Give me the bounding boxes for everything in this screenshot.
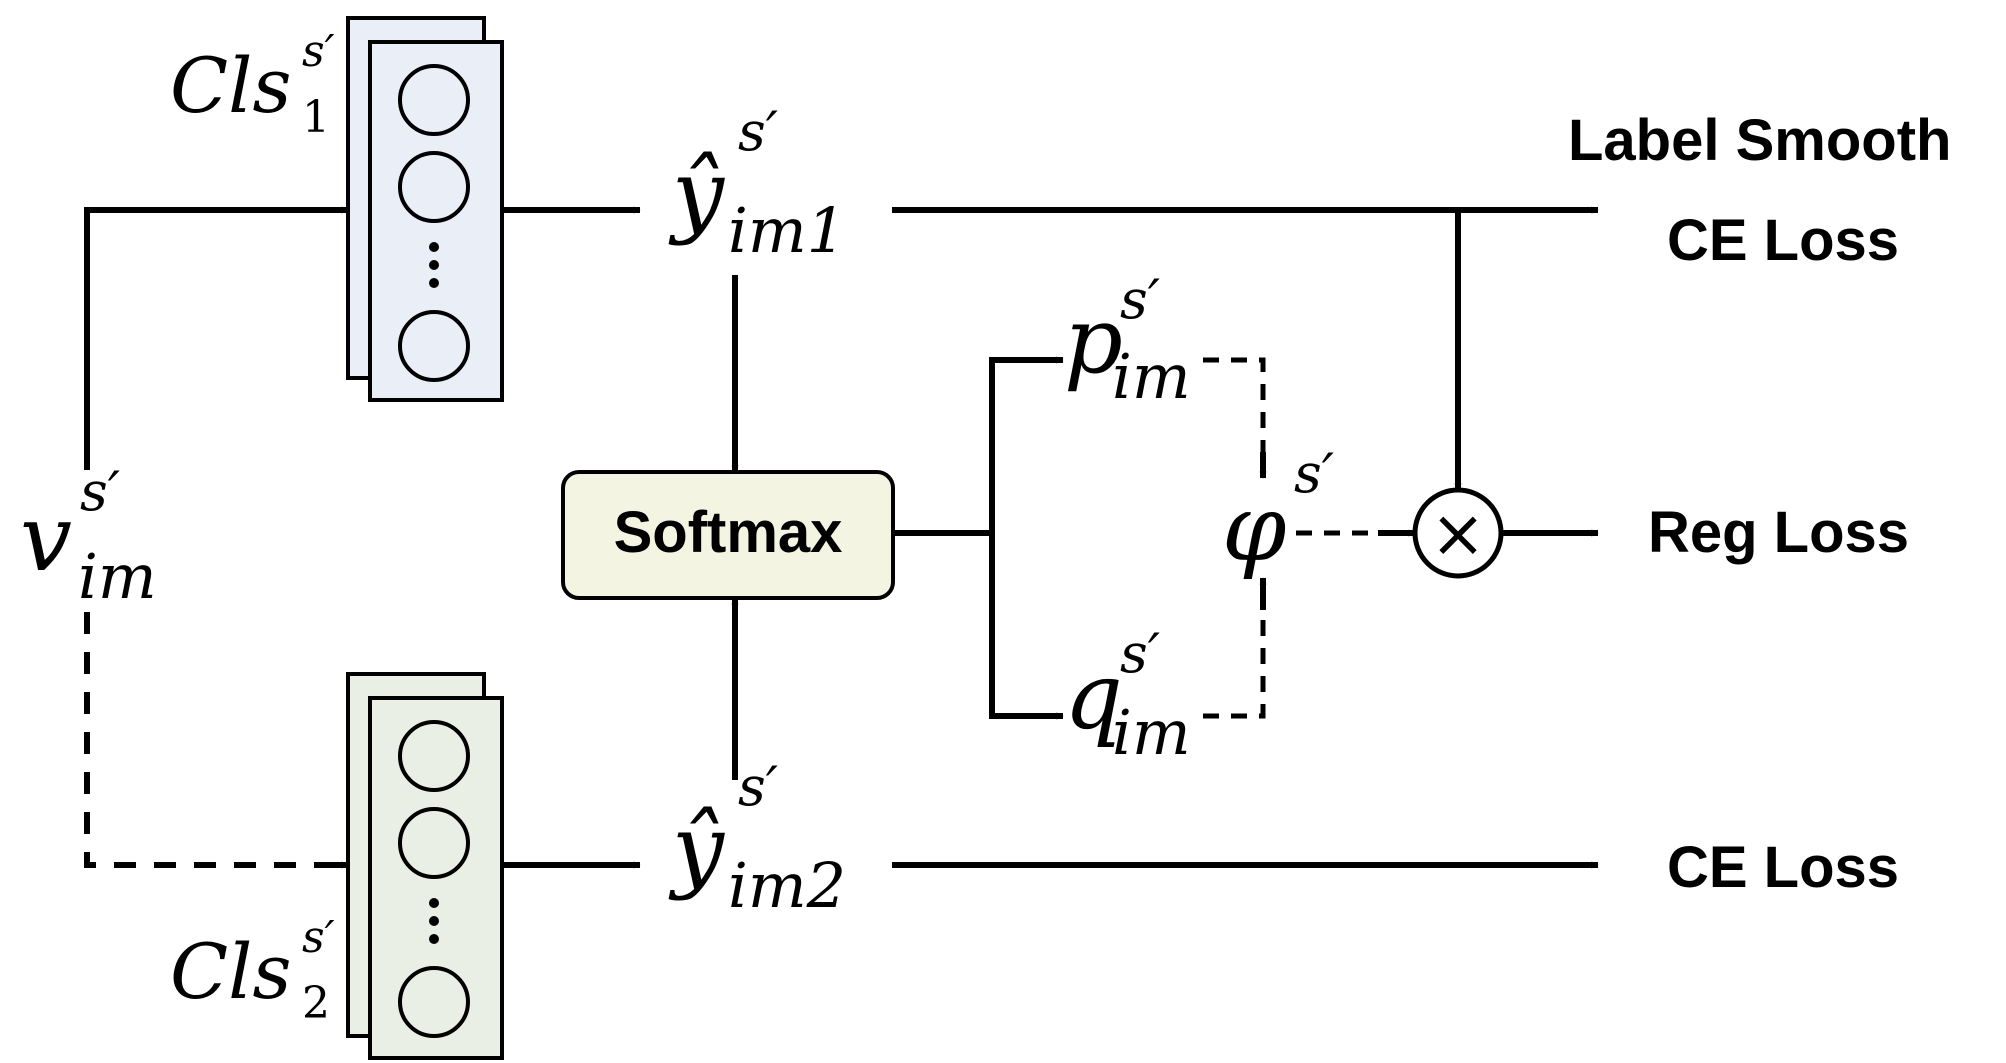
reg-loss-label: Reg Loss	[1648, 500, 1909, 565]
multiply-icon: ×	[1430, 495, 1485, 572]
label-phi: φ s′	[1222, 442, 1334, 582]
edge-v-to-cls1	[84, 206, 349, 470]
y2-superscript: s′	[738, 755, 778, 818]
ellipsis-dot	[429, 260, 439, 270]
edge-q-to-phi	[1203, 604, 1266, 719]
ellipsis-dot	[429, 242, 439, 252]
label-p-im: p s′ im	[1064, 268, 1191, 413]
y2-subscript: im2	[728, 849, 846, 922]
p-symbol: p	[1064, 287, 1123, 394]
y1-symbol: ŷ	[668, 140, 725, 247]
neuron-node	[398, 151, 470, 223]
y1-subscript: im1	[728, 194, 846, 267]
p-superscript: s′	[1120, 268, 1160, 331]
p-subscript: im	[1112, 340, 1191, 413]
ce-loss-label: CE Loss	[1667, 835, 1899, 900]
cls1-subscript: 1	[302, 92, 330, 143]
ellipsis-dot	[429, 916, 439, 926]
cls2-subscript: 2	[302, 978, 330, 1029]
cls1-symbol: Cls	[170, 41, 291, 130]
cls1-superscript: s′	[302, 26, 335, 77]
ellipsis-dot	[429, 934, 439, 944]
q-superscript: s′	[1120, 622, 1160, 685]
ellipsis-dot	[429, 278, 439, 288]
softmax-label: Softmax	[614, 500, 843, 565]
neuron-node	[398, 807, 470, 879]
label-y-hat-im2: ŷ s′ im2	[668, 755, 846, 922]
label-cls-1: Cls s′ 1	[170, 26, 335, 143]
phi-symbol: φ	[1222, 475, 1287, 582]
cls2-superscript: s′	[302, 912, 335, 963]
ellipsis-dot	[429, 898, 439, 908]
classifier-2	[346, 672, 504, 1060]
edge-p-to-phi	[1203, 357, 1266, 462]
y2-symbol: ŷ	[668, 795, 725, 902]
v-subscript: im	[78, 540, 157, 613]
neuron-node	[398, 310, 470, 382]
label-y-hat-im1: ŷ s′ im1	[668, 100, 846, 267]
y1-superscript: s′	[738, 100, 778, 163]
q-symbol: q	[1064, 643, 1123, 750]
label-q-im: q s′ im	[1064, 622, 1191, 769]
label-v-im: v s′ im	[20, 460, 157, 613]
v-symbol: v	[20, 485, 72, 592]
label-smooth-ce-loss-line1: Label Smooth	[1568, 108, 1951, 173]
cls2-symbol: Cls	[170, 927, 291, 1016]
q-subscript: im	[1112, 696, 1191, 769]
edge-softmax-to-q	[989, 533, 1064, 720]
phi-superscript: s′	[1294, 442, 1334, 505]
label-smooth-ce-loss-line2: CE Loss	[1667, 208, 1899, 273]
label-cls-2: Cls s′ 2	[170, 912, 335, 1029]
neuron-node	[398, 64, 470, 136]
edge-softmax-to-p	[989, 356, 1064, 533]
neuron-node	[398, 720, 470, 792]
v-superscript: s′	[80, 460, 120, 523]
classifier-1	[346, 16, 504, 402]
neuron-node	[398, 966, 470, 1038]
edge-v-to-cls2	[84, 612, 340, 868]
